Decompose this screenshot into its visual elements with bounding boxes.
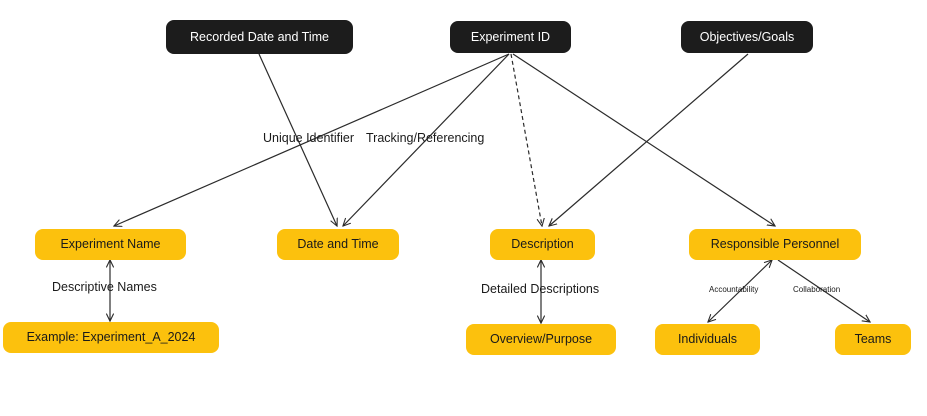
node-example-name[interactable]: Example: Experiment_A_2024 [3, 322, 219, 353]
node-description[interactable]: Description [490, 229, 595, 260]
edge-label-detailed-descriptions: Detailed Descriptions [481, 282, 600, 296]
edge-label-unique-identifier: Unique Identifier [263, 131, 355, 145]
edge-label-tracking-referencing: Tracking/Referencing [366, 131, 485, 145]
node-experiment-name[interactable]: Experiment Name [35, 229, 186, 260]
edge-recorded-date-to-date-and-time [258, 53, 337, 226]
edge-experiment-id-to-experiment-name [114, 53, 510, 226]
edge-experiment-id-to-responsible-personnel [512, 53, 775, 226]
edge-label-accountability: Accountability [709, 285, 759, 294]
edge-label-collaboration: Collaboration [793, 285, 841, 294]
node-individuals[interactable]: Individuals [655, 324, 760, 355]
node-date-and-time[interactable]: Date and Time [277, 229, 399, 260]
node-recorded-date-time[interactable]: Recorded Date and Time [166, 20, 353, 54]
node-overview-purpose[interactable]: Overview/Purpose [466, 324, 616, 355]
node-teams[interactable]: Teams [835, 324, 911, 355]
edge-objectives-goals-to-description [549, 53, 749, 226]
edge-responsible-personnel-to-teams [777, 259, 870, 322]
node-experiment-id[interactable]: Experiment ID [450, 21, 571, 53]
node-responsible-personnel[interactable]: Responsible Personnel [689, 229, 861, 260]
edge-experiment-id-to-description [510, 53, 542, 226]
node-objectives-goals[interactable]: Objectives/Goals [681, 21, 813, 53]
edge-label-descriptive-names: Descriptive Names [52, 280, 157, 294]
edge-responsible-personnel-to-individuals [708, 260, 772, 322]
edge-experiment-id-to-date-and-time [343, 53, 510, 226]
